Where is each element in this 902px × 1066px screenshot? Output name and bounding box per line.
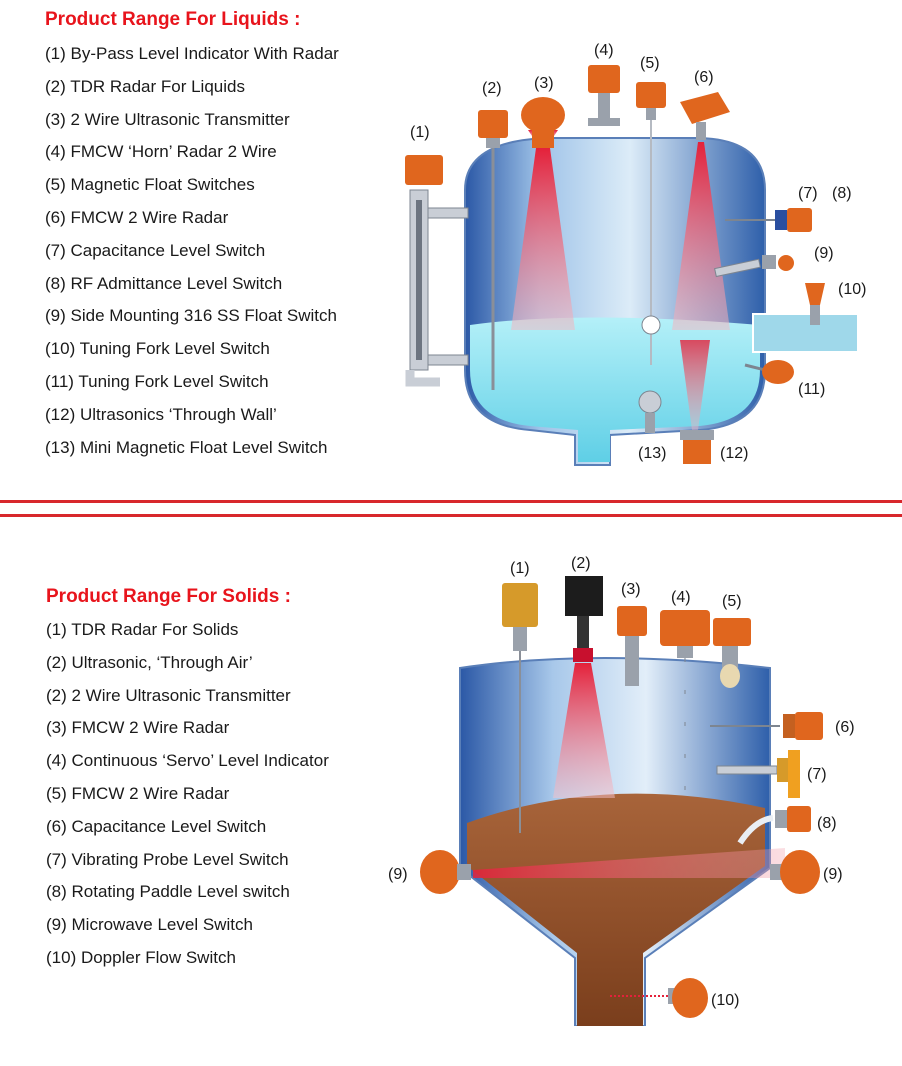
- product-item: (2) 2 Wire Ultrasonic Transmitter: [46, 685, 291, 705]
- magnetic-float-switch: [636, 82, 666, 365]
- solid-silo: [459, 657, 771, 1026]
- sol-label-5: (5): [722, 593, 742, 610]
- fmcw-radar-solids-5: [713, 618, 751, 688]
- liq-label-11: (11): [798, 381, 825, 398]
- capacitance-switch: [725, 208, 812, 232]
- product-item: (6) FMCW 2 Wire Radar: [45, 207, 229, 227]
- product-item: (3) 2 Wire Ultrasonic Transmitter: [45, 109, 290, 129]
- product-item: (4) FMCW ‘Horn’ Radar 2 Wire: [45, 142, 277, 162]
- liq-label-1: (1): [410, 124, 430, 141]
- vibrating-probe-switch: [716, 750, 800, 798]
- product-item: (7) Vibrating Probe Level Switch: [46, 849, 289, 869]
- servo-level-indicator: [660, 610, 710, 798]
- product-item: (10) Tuning Fork Level Switch: [45, 339, 270, 359]
- product-item: (10) Doppler Flow Switch: [46, 947, 236, 967]
- liq-label-13: (13): [638, 445, 666, 462]
- ultrasonic-solids-beam: [553, 663, 615, 798]
- through-air-ultrasonic: [553, 576, 615, 798]
- sol-label-9-right: (9): [823, 866, 843, 883]
- product-item: (8) Rotating Paddle Level switch: [46, 882, 290, 902]
- product-item: (11) Tuning Fork Level Switch: [45, 371, 269, 391]
- sol-label-7: (7): [807, 766, 827, 783]
- tuning-fork-switch-10: [805, 283, 825, 325]
- product-item: (8) RF Admittance Level Switch: [45, 273, 283, 293]
- liq-label-12: (12): [720, 445, 748, 462]
- liq-label-10: (10): [838, 281, 866, 298]
- tdr-radar-solids: [502, 583, 538, 833]
- microwave-switch-left: [420, 850, 471, 894]
- product-item: (9) Microwave Level Switch: [46, 915, 253, 935]
- through-wall-ultrasonic: [680, 340, 714, 464]
- solids-title: Product Range For Solids :: [46, 586, 291, 607]
- section-divider-bottom: [0, 514, 902, 517]
- tuning-fork-switch-11: [744, 360, 794, 384]
- product-item: (2) TDR Radar For Liquids: [45, 76, 245, 96]
- liq-label-9: (9): [814, 245, 834, 262]
- horn-radar-device: [588, 65, 620, 126]
- product-item: (12) Ultrasonics ‘Through Wall’: [45, 404, 277, 424]
- side-float-switch: [714, 255, 794, 278]
- bypass-level-indicator: [405, 155, 469, 387]
- product-item: (1) By-Pass Level Indicator With Radar: [45, 44, 339, 63]
- microwave-beam: [473, 848, 785, 878]
- section-divider-top: [0, 500, 902, 503]
- product-item: (5) FMCW 2 Wire Radar: [46, 783, 230, 803]
- product-item: (13) Mini Magnetic Float Level Switch: [45, 437, 328, 457]
- product-item: (3) FMCW 2 Wire Radar: [46, 718, 230, 738]
- sol-label-1: (1): [510, 560, 530, 577]
- tdr-radar-device: [478, 110, 508, 390]
- liquids-title: Product Range For Liquids :: [45, 9, 301, 30]
- liq-label-4: (4): [594, 42, 614, 59]
- liq-label-5: (5): [640, 55, 660, 72]
- liquid-fill: [470, 317, 760, 462]
- product-item: (1) TDR Radar For Solids: [46, 620, 239, 639]
- fmcw-radar-solids-3: [617, 606, 647, 686]
- liquids-tank-diagram: (1) (2) (3) (4) (5) (6) (7) (8) (9) (10)…: [405, 42, 866, 466]
- product-item: (9) Side Mounting 316 SS Float Switch: [45, 306, 337, 326]
- sol-label-9-left: (9): [388, 866, 408, 883]
- fmcw-beam: [672, 142, 730, 330]
- sol-label-10: (10): [711, 992, 739, 1009]
- liq-label-2: (2): [482, 80, 502, 97]
- sol-label-6: (6): [835, 719, 855, 736]
- sol-label-2: (2): [571, 555, 591, 572]
- outlet-pipe: [752, 313, 859, 353]
- product-item: (6) Capacitance Level Switch: [46, 816, 267, 836]
- mini-float-switch: [638, 390, 662, 433]
- solids-silo-diagram: (1) (2) (3) (4) (5) (6) (7) (8) (9) (9) …: [388, 555, 855, 1026]
- sol-label-3: (3): [621, 581, 641, 598]
- solid-material-fill: [467, 793, 765, 1026]
- solids-product-list: (1) TDR Radar For Solids (2) Ultrasonic, …: [46, 614, 329, 975]
- rotating-paddle-switch: [737, 806, 811, 845]
- product-item: (4) Continuous ‘Servo’ Level Indicator: [46, 751, 329, 771]
- liq-label-3: (3): [534, 75, 554, 92]
- sol-label-8: (8): [817, 815, 837, 832]
- sol-label-4: (4): [671, 589, 691, 606]
- product-item: (7) Capacitance Level Switch: [45, 240, 266, 260]
- ultrasonic-transmitter: [511, 97, 575, 330]
- liq-label-8: (8): [832, 185, 852, 202]
- liq-label-6: (6): [694, 69, 714, 86]
- liq-label-7: (7): [798, 185, 818, 202]
- microwave-switch-right: [770, 850, 820, 894]
- product-item: (2) Ultrasonic, ‘Through Air’: [46, 652, 253, 672]
- capacitance-switch-solids: [710, 712, 823, 740]
- liquids-product-list: (1) By-Pass Level Indicator With Radar (2…: [45, 38, 339, 464]
- fmcw-radar-device: [672, 92, 730, 330]
- doppler-flow-switch: [610, 978, 708, 1018]
- ultrasonic-beam: [511, 148, 575, 330]
- product-item: (5) Magnetic Float Switches: [45, 175, 255, 195]
